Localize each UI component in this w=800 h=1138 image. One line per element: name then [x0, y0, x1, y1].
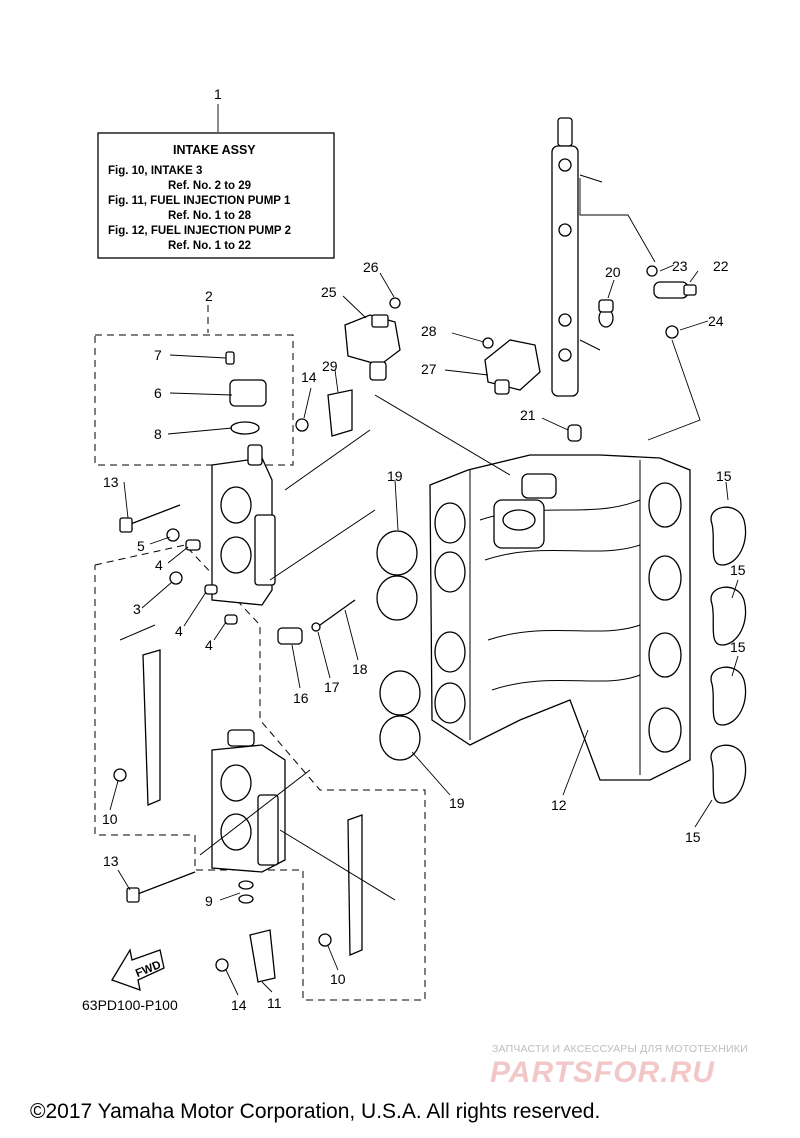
callout-25: 25: [321, 284, 337, 300]
callout-9: 9: [205, 893, 213, 909]
callout-4-b: 4: [175, 623, 183, 639]
callout-10-b: 10: [330, 971, 346, 987]
callout-4-c: 4: [205, 637, 213, 653]
injector-group: [567, 178, 701, 442]
callout-8: 8: [154, 426, 162, 442]
callout-4-a: 4: [155, 557, 163, 573]
copyright-notice: ©2017 Yamaha Motor Corporation, U.S.A. A…: [30, 1100, 601, 1123]
leader-lines: [109, 264, 739, 996]
callout-21: 21: [520, 407, 536, 423]
callout-14-a: 14: [301, 369, 317, 385]
callout-5: 5: [137, 538, 145, 554]
callout-20: 20: [605, 264, 621, 280]
callout-13-a: 13: [103, 474, 119, 490]
callout-1: 1: [214, 86, 222, 102]
callout-23: 23: [672, 258, 688, 274]
fuel-rail: [551, 117, 603, 397]
callout-27: 27: [421, 361, 437, 377]
callout-24: 24: [708, 313, 724, 329]
callout-6: 6: [154, 385, 162, 401]
assembly-boundary: [94, 305, 426, 1001]
callout-15-c: 15: [730, 639, 746, 655]
hose-lines: [119, 394, 511, 901]
watermark-tagline: ЗАПЧАСТИ И АКСЕССУАРЫ ДЛЯ МОТОТЕХНИКИ: [492, 1043, 748, 1055]
callout-18: 18: [352, 661, 368, 677]
callout-2: 2: [205, 288, 213, 304]
fasteners: [113, 297, 494, 972]
fwd-arrow: FWD: [111, 948, 165, 991]
diagram-code: 63PD100-P100: [82, 997, 178, 1013]
callout-10-a: 10: [102, 811, 118, 827]
callout-29: 29: [322, 358, 338, 374]
callout-13-b: 13: [103, 853, 119, 869]
sensors: [344, 314, 541, 395]
brackets: [142, 389, 363, 983]
intake-manifold: [429, 454, 691, 781]
callout-26: 26: [363, 259, 379, 275]
legend-line-6: Ref. No. 1 to 22: [168, 240, 251, 252]
legend-line-1: Fig. 10, INTAKE 3: [108, 165, 202, 177]
callout-19-b: 19: [449, 795, 465, 811]
callout-3: 3: [133, 601, 141, 617]
legend-line-3: Fig. 11, FUEL INJECTION PUMP 1: [108, 195, 291, 207]
gaskets-15: [710, 506, 747, 804]
throttle-body-lower: [211, 729, 286, 873]
callout-15-b: 15: [730, 562, 746, 578]
callout-17: 17: [324, 679, 340, 695]
callout-19-a: 19: [387, 468, 403, 484]
legend-title: INTAKE ASSY: [173, 143, 256, 157]
callout-28: 28: [421, 323, 437, 339]
callout-22: 22: [713, 258, 729, 274]
callout-14-b: 14: [231, 997, 247, 1013]
legend-box: 1 INTAKE ASSY Fig. 10, INTAKE 3 Ref. No.…: [97, 86, 335, 259]
callout-16: 16: [293, 690, 309, 706]
legend-line-4: Ref. No. 1 to 28: [168, 210, 252, 222]
callout-11: 11: [267, 995, 282, 1011]
watermark-logo: PARTSFOR.RU: [490, 1056, 715, 1089]
callout-7: 7: [154, 347, 162, 363]
throttle-body-upper: [211, 351, 276, 606]
callout-15-a: 15: [716, 468, 732, 484]
legend-line-5: Fig. 12, FUEL INJECTION PUMP 2: [108, 225, 291, 237]
callout-12: 12: [551, 797, 567, 813]
legend-line-2: Ref. No. 2 to 29: [168, 180, 251, 192]
gaskets-19: [376, 530, 421, 761]
callout-15-d: 15: [685, 829, 701, 845]
callouts: 2 3 4 4 4 5 6 7 8 9 10 10 11 12 13 13 14…: [102, 258, 746, 1013]
